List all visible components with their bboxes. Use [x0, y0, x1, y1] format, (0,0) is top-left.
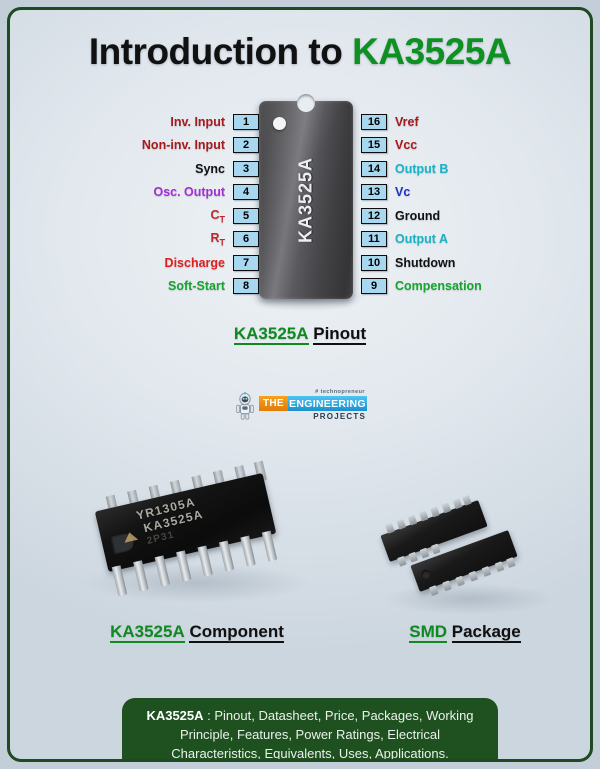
robot-mascot-icon [236, 392, 254, 420]
pin-label-3: Sync [195, 161, 225, 176]
pin-row-2: Non-inv. Input 2 [109, 134, 259, 158]
pin-number-16: 16 [361, 113, 387, 130]
dip-logo-icon [122, 530, 139, 543]
pin-number-8: 8 [233, 278, 259, 295]
dip-caption-part: KA3525A [110, 622, 185, 643]
pin-column-right: 16 Vref 15 Vcc 14 Output B 13 Vc 12 Ground 11 Outpu… [361, 110, 511, 298]
pin-row-10: 10 Shutdown [361, 251, 511, 275]
pin-row-8: Soft-Start 8 [109, 275, 259, 299]
pin-row-9: 9 Compensation [361, 275, 511, 299]
page-title-prefix: Introduction to [88, 31, 353, 72]
logo-bars: THE ENGINEERING [259, 396, 367, 411]
pin-row-6: RT 6 [109, 228, 259, 252]
pin-row-1: Inv. Input 1 [109, 110, 259, 134]
pin-row-3: Sync 3 [109, 157, 259, 181]
pin-label-11: Output A [395, 232, 448, 247]
pin-number-13: 13 [361, 184, 387, 201]
chip-notch-icon [297, 94, 315, 112]
pin-row-7: Discharge 7 [109, 251, 259, 275]
pin-label-16: Vref [395, 114, 419, 129]
pin-row-11: 11 Output A [361, 228, 511, 252]
pin-number-10: 10 [361, 254, 387, 271]
smd-caption-word: Package [451, 622, 521, 643]
pin-number-6: 6 [233, 231, 259, 248]
pin-number-15: 15 [361, 137, 387, 154]
pin-label-10: Shutdown [395, 255, 456, 270]
summary-banner-text: : Pinout, Datasheet, Price, Packages, Wo… [171, 708, 474, 761]
dip-caption: KA3525A Component [72, 622, 322, 643]
summary-banner-lead: KA3525A [146, 708, 204, 723]
smd-package-image [370, 494, 560, 620]
pin-label-4: Osc. Output [153, 185, 225, 200]
pin-row-13: 13 Vc [361, 181, 511, 205]
brand-logo[interactable]: # technopreneur THE ENGINEERING PROJECTS [233, 388, 367, 422]
pin-label-9: Compensation [395, 279, 482, 294]
pin-row-5: CT 5 [109, 204, 259, 228]
pin-row-15: 15 Vcc [361, 134, 511, 158]
pin-number-14: 14 [361, 160, 387, 177]
pin-label-1: Inv. Input [170, 114, 225, 129]
pin1-marker-dot-icon [273, 117, 286, 130]
pin-label-13: Vc [395, 185, 411, 200]
logo-tagline: # technopreneur [315, 389, 365, 395]
chip-part-number: KA3525A [295, 156, 316, 244]
pin-number-11: 11 [361, 231, 387, 248]
pin-label-14: Output B [395, 161, 449, 176]
pin-label-12: Ground [395, 208, 441, 223]
summary-banner: KA3525A : Pinout, Datasheet, Price, Pack… [122, 698, 498, 761]
chip-gloss [259, 101, 353, 299]
pin-number-2: 2 [233, 137, 259, 154]
smd-caption-part: SMD [409, 622, 448, 643]
pin-label-8: Soft-Start [168, 279, 225, 294]
pin-row-12: 12 Ground [361, 204, 511, 228]
pin-number-3: 3 [233, 160, 259, 177]
pin-row-14: 14 Output B [361, 157, 511, 181]
pin-label-6: RT [210, 231, 225, 248]
soic-pin1-dot-icon [420, 568, 432, 581]
pin-number-7: 7 [233, 254, 259, 271]
pin-number-5: 5 [233, 207, 259, 224]
logo-word-the: THE [259, 396, 288, 411]
ic-chip-body: KA3525A [259, 101, 353, 299]
smd-shadow [384, 583, 554, 615]
pinout-caption-word: Pinout [313, 324, 367, 345]
pin-number-4: 4 [233, 184, 259, 201]
dip-marking: YR1305A KA3525A 2P31 [135, 493, 208, 550]
smd-caption: SMD Package [370, 622, 560, 643]
pinout-caption: KA3525A Pinout [10, 324, 590, 345]
pin-number-9: 9 [361, 278, 387, 295]
poster-frame: Introduction to KA3525A KA3525A Inv. Inp… [7, 7, 593, 762]
pin-label-2: Non-inv. Input [141, 138, 225, 153]
pin-number-12: 12 [361, 207, 387, 224]
logo-word-projects: PROJECTS [313, 412, 366, 421]
page-title: Introduction to KA3525A [10, 31, 590, 73]
logo-word-engineering: ENGINEERING [287, 396, 367, 411]
pin-label-5: CT [210, 207, 225, 225]
pin-label-7: Discharge [164, 255, 225, 270]
logo-wordmark: # technopreneur THE ENGINEERING PROJECTS [259, 388, 367, 422]
pin-row-16: 16 Vref [361, 110, 511, 134]
pin-row-4: Osc. Output 4 [109, 181, 259, 205]
page-title-highlight: KA3525A [352, 31, 512, 72]
pinout-caption-part: KA3525A [233, 324, 309, 345]
pin-number-1: 1 [233, 113, 259, 130]
dip-caption-word: Component [189, 622, 284, 643]
pin-label-15: Vcc [395, 138, 418, 153]
dip-package-image: YR1305A KA3525A 2P31 [72, 455, 322, 620]
